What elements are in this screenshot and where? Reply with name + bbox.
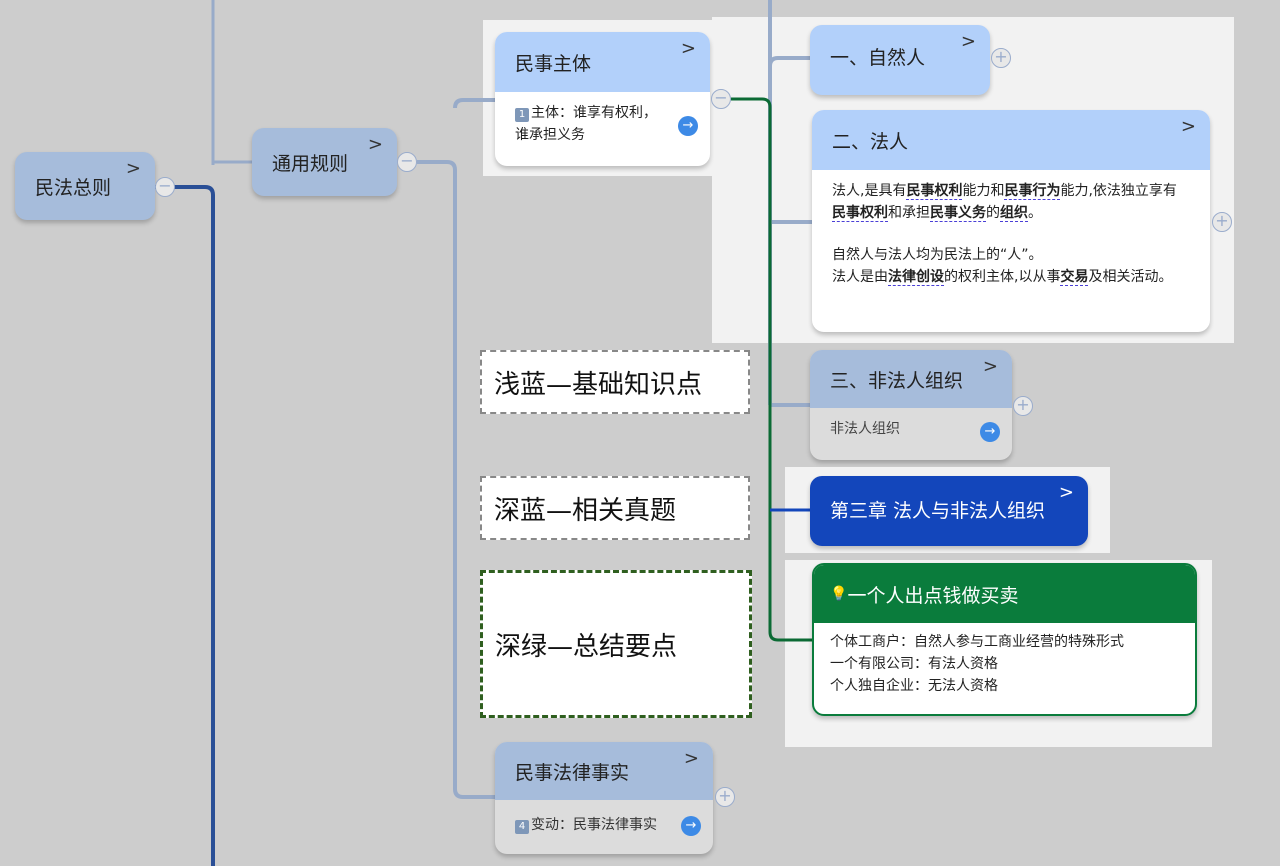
node-title: 第三章 法人与非法人组织 bbox=[830, 499, 1046, 522]
expand-toggle[interactable]: + bbox=[715, 787, 735, 807]
legend-dark-green: 深绿—总结要点 bbox=[480, 570, 752, 718]
node-natural-person[interactable]: 一、自然人 > bbox=[810, 25, 990, 95]
chevron-right-icon[interactable]: > bbox=[982, 356, 998, 377]
node-root[interactable]: 民法总则 > bbox=[15, 152, 155, 220]
number-badge: 4 bbox=[515, 820, 529, 834]
arrow-right-icon[interactable]: → bbox=[980, 422, 1000, 442]
node-general[interactable]: 通用规则 > bbox=[252, 128, 397, 196]
chevron-right-icon[interactable]: > bbox=[960, 31, 976, 52]
expand-toggle[interactable]: + bbox=[1212, 212, 1232, 232]
node-body: 主体：谁享有权利，谁承担义务 bbox=[515, 105, 657, 143]
chevron-right-icon[interactable]: > bbox=[1180, 116, 1196, 137]
summary-line: 一个有限公司：有法人资格 bbox=[830, 656, 998, 672]
node-title: 二、法人 bbox=[832, 130, 909, 153]
node-title: 民事主体 bbox=[515, 52, 592, 75]
chevron-right-icon[interactable]: > bbox=[367, 134, 383, 155]
number-badge: 1 bbox=[515, 108, 529, 122]
chevron-right-icon[interactable]: > bbox=[683, 748, 699, 769]
summary-line: 个人独自企业：无法人资格 bbox=[830, 678, 998, 694]
node-title: 民事法律事实 bbox=[515, 761, 630, 784]
legal-paragraph-1: 法人,是具有民事权利能力和民事行为能力,依法独立享有民事权利和承担民事义务的组织… bbox=[832, 183, 1177, 222]
expand-toggle[interactable]: + bbox=[1013, 396, 1033, 416]
node-title: 一个人出点钱做买卖 bbox=[847, 584, 1019, 607]
chevron-right-icon[interactable]: > bbox=[680, 38, 696, 59]
node-body: 非法人组织 bbox=[830, 421, 900, 437]
node-body: 变动：民事法律事实 bbox=[531, 817, 657, 833]
node-title: 民法总则 bbox=[35, 176, 112, 199]
legend-dark-blue: 深蓝—相关真题 bbox=[480, 476, 750, 540]
collapse-toggle[interactable]: − bbox=[397, 152, 417, 172]
node-legal-person[interactable]: 二、法人 > 法人,是具有民事权利能力和民事行为能力,依法独立享有民事权利和承担民… bbox=[812, 110, 1210, 332]
node-title: 通用规则 bbox=[272, 152, 349, 175]
chevron-right-icon[interactable]: > bbox=[1058, 482, 1074, 503]
node-title: 三、非法人组织 bbox=[830, 369, 964, 392]
chevron-right-icon[interactable]: > bbox=[125, 158, 141, 179]
summary-line: 个体工商户：自然人参与工商业经营的特殊形式 bbox=[830, 634, 1124, 650]
node-title: 一、自然人 bbox=[830, 46, 926, 69]
expand-toggle[interactable]: + bbox=[991, 48, 1011, 68]
node-non-legal-org[interactable]: 三、非法人组织 > 非法人组织 → bbox=[810, 350, 1012, 460]
legal-paragraph-3: 法人是由法律创设的权利主体,以从事交易及相关活动。 bbox=[832, 269, 1173, 286]
legend-light-blue: 浅蓝—基础知识点 bbox=[480, 350, 750, 414]
collapse-toggle[interactable]: − bbox=[155, 177, 175, 197]
bulb-icon: 💡 bbox=[830, 586, 848, 602]
arrow-right-icon[interactable]: → bbox=[678, 116, 698, 136]
arrow-right-icon[interactable]: → bbox=[681, 816, 701, 836]
node-chapter-3[interactable]: 第三章 法人与非法人组织 > bbox=[810, 476, 1088, 546]
legal-paragraph-2: 自然人与法人均为民法上的“人”。 bbox=[832, 247, 1043, 263]
node-summary[interactable]: 💡一个人出点钱做买卖 个体工商户：自然人参与工商业经营的特殊形式 一个有限公司：… bbox=[812, 563, 1197, 716]
collapse-toggle[interactable]: − bbox=[711, 89, 731, 109]
